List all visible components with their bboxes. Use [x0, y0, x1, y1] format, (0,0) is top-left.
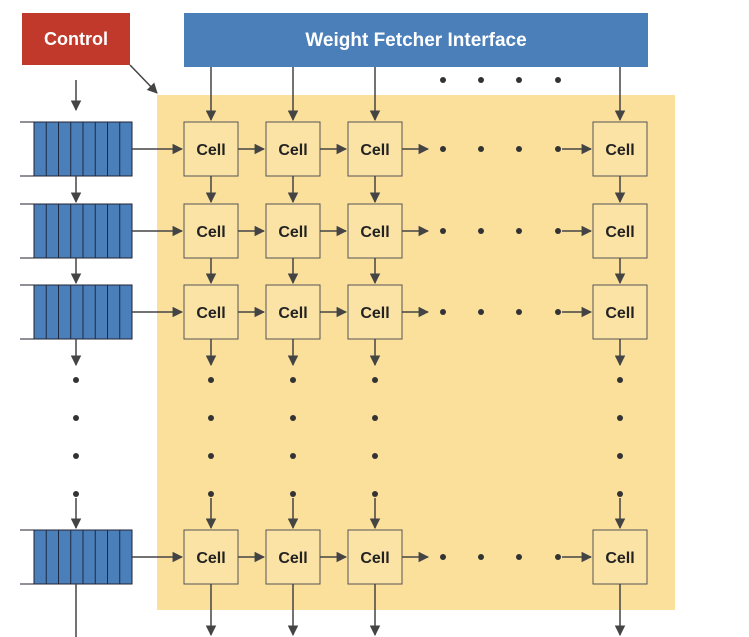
left-dot-1: [73, 377, 79, 383]
v-dot-c1-4: [208, 491, 214, 497]
array-background: [157, 95, 675, 610]
left-dot-4: [73, 491, 79, 497]
cell-label-r3-c2: Cell: [278, 305, 307, 322]
h-dot-r3-1: [440, 309, 446, 315]
h-dot-r2-2: [478, 228, 484, 234]
h-dot-r3-4: [555, 309, 561, 315]
h-dot-r1-2: [478, 146, 484, 152]
h-dot-r1-3: [516, 146, 522, 152]
h-dot-r4-3: [516, 554, 522, 560]
cell-r4-c3: [347, 529, 403, 585]
control-label: Control: [44, 29, 108, 49]
v-dot-c3-1: [372, 377, 378, 383]
cell-label-r3-c1: Cell: [196, 305, 225, 322]
v-dot-c3-3: [372, 453, 378, 459]
cell-r4-c1: [183, 529, 239, 585]
cell-label-r1-c1: Cell: [196, 142, 225, 159]
h-dot-r4-1: [440, 554, 446, 560]
v-dot-c2-4: [290, 491, 296, 497]
v-dot-c3-4: [372, 491, 378, 497]
weight-fetcher-ellipsis: [440, 77, 561, 83]
h-dot-r2-4: [555, 228, 561, 234]
cell-r3-c4: [592, 284, 648, 340]
cell-r3-c1: [183, 284, 239, 340]
cell-label-r2-c3: Cell: [360, 224, 389, 241]
cell-r2-c2: [265, 203, 321, 259]
left-dot-2: [73, 415, 79, 421]
v-dot-c4-3: [617, 453, 623, 459]
h-dot-r1-4: [555, 146, 561, 152]
v-dot-c1-3: [208, 453, 214, 459]
h-dot-r3-2: [478, 309, 484, 315]
v-dot-c3-2: [372, 415, 378, 421]
cell-r2-c3: [347, 203, 403, 259]
left-dot-3: [73, 453, 79, 459]
h-dot-r1-1: [440, 146, 446, 152]
cell-label-r4-c4: Cell: [605, 550, 634, 567]
weight-fetcher-label: Weight Fetcher Interface: [305, 30, 526, 51]
weight-fetcher-block: Weight Fetcher Interface: [184, 13, 648, 67]
cell-label-r2-c1: Cell: [196, 224, 225, 241]
cell-label-r3-c3: Cell: [360, 305, 389, 322]
v-dot-c4-4: [617, 491, 623, 497]
v-dot-c2-3: [290, 453, 296, 459]
cell-label-r3-c4: Cell: [605, 305, 634, 322]
control-block: Control: [22, 13, 130, 65]
h-dot-r2-3: [516, 228, 522, 234]
cell-label-r4-c2: Cell: [278, 550, 307, 567]
v-dot-c1-2: [208, 415, 214, 421]
v-dot-c2-2: [290, 415, 296, 421]
h-dot-r2-1: [440, 228, 446, 234]
cell-r2-c4: [592, 203, 648, 259]
h-dot-r4-4: [555, 554, 561, 560]
h-dot-r3-3: [516, 309, 522, 315]
cell-label-r2-c4: Cell: [605, 224, 634, 241]
v-dot-c2-1: [290, 377, 296, 383]
cell-r3-c3: [347, 284, 403, 340]
cell-label-r4-c1: Cell: [196, 550, 225, 567]
cell-label-r4-c3: Cell: [360, 550, 389, 567]
v-dot-c1-1: [208, 377, 214, 383]
cell-label-r2-c2: Cell: [278, 224, 307, 241]
cell-label-r1-c4: Cell: [605, 142, 634, 159]
v-dot-c4-2: [617, 415, 623, 421]
cell-label-r1-c3: Cell: [360, 142, 389, 159]
v-dot-c4-1: [617, 377, 623, 383]
control-to-array-arrow: [129, 64, 158, 94]
cell-label-r1-c2: Cell: [278, 142, 307, 159]
cell-r4-c4: [592, 529, 648, 585]
h-dot-r4-2: [478, 554, 484, 560]
